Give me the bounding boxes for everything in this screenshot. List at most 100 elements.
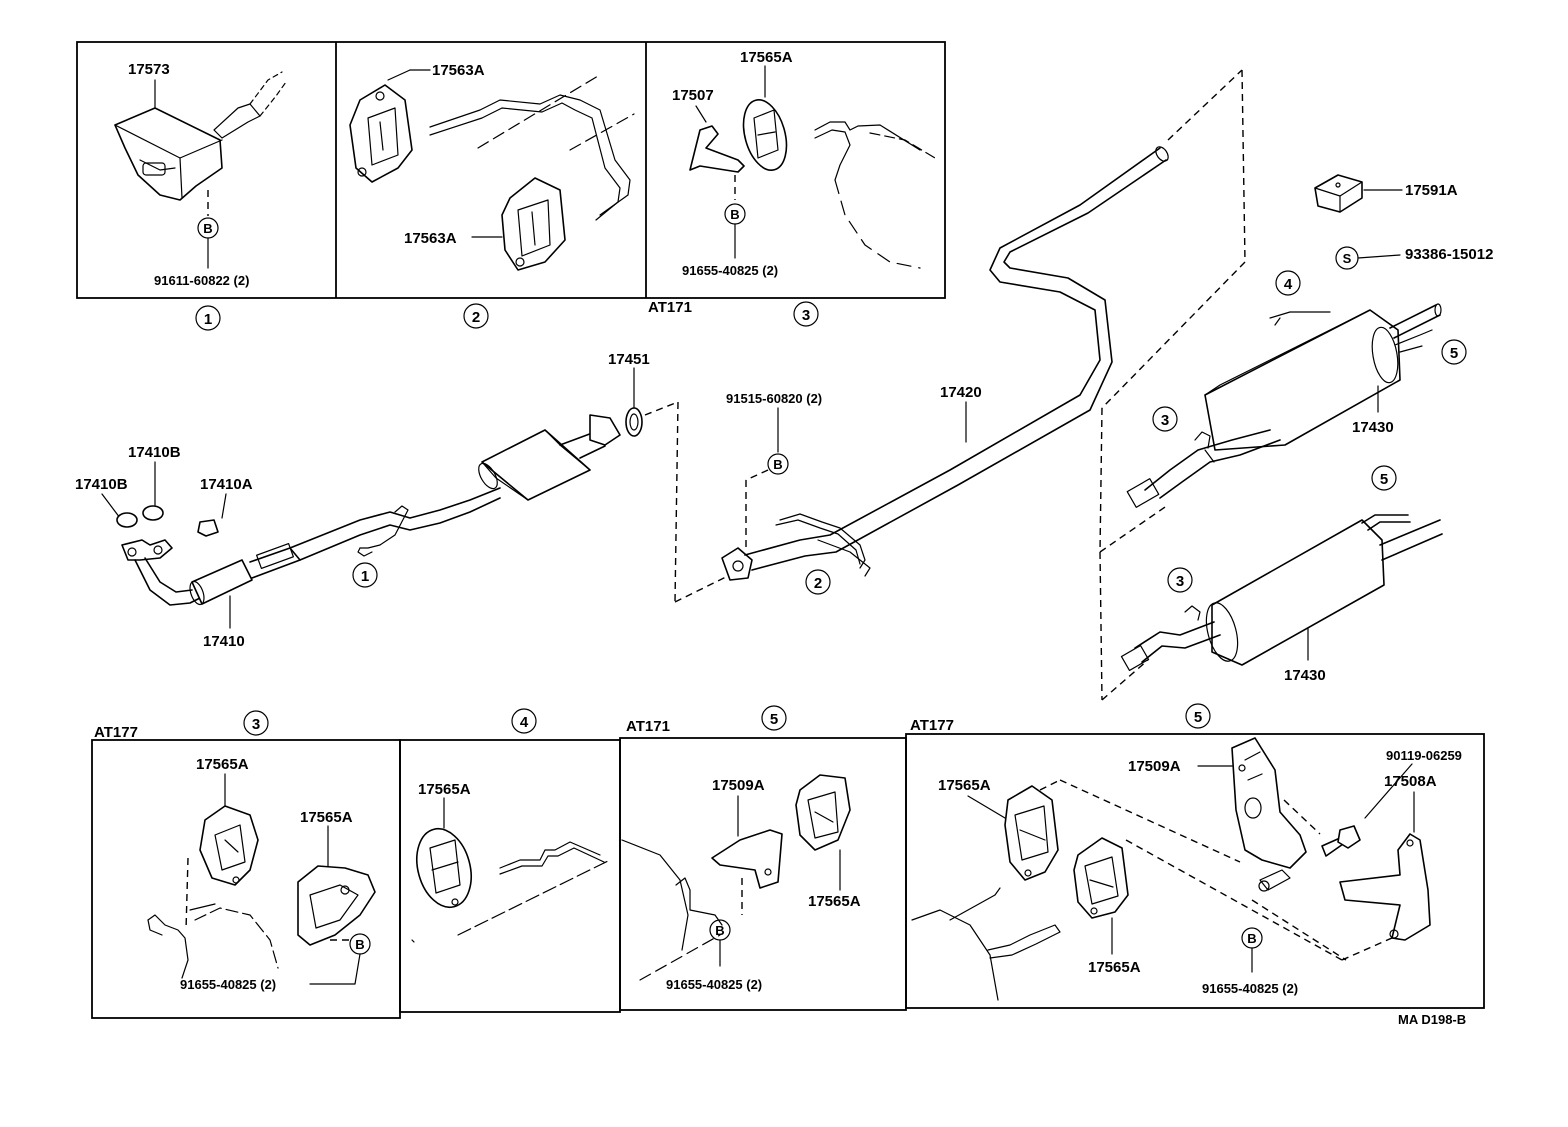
detail-1: 17573 B 91611-60822 (2) (114, 61, 287, 288)
label-91655-d3: 91655-40825 (2) (682, 263, 778, 278)
label-17430-a: 17430 (1352, 419, 1394, 436)
catalytic-unit (191, 559, 253, 605)
stud (213, 103, 261, 139)
label-17430-b: 17430 (1284, 667, 1326, 684)
top-ref-circles: 1 2 3 (195, 301, 819, 331)
hanger-b1-rubber (199, 805, 259, 886)
tail-pipe-17420: 17420 91515-60820 (2) B 2 (721, 69, 1246, 595)
ref-1-top: 1 (204, 311, 212, 328)
label-91655-b1: 91655-40825 (2) (180, 977, 276, 992)
ref-2-main: 2 (814, 575, 822, 592)
ref-3-top: 3 (802, 307, 810, 324)
label-at171-top: AT171 (648, 299, 692, 316)
label-91655-b4: 91655-40825 (2) (1202, 981, 1298, 996)
cushion-17591A (1314, 174, 1363, 213)
label-17451: 17451 (608, 351, 650, 368)
label-at171-b: AT171 (626, 718, 670, 735)
label-17565A-b1b: 17565A (300, 809, 353, 826)
gasket-17451 (625, 407, 643, 437)
label-17565A-b2: 17565A (418, 781, 471, 798)
ref-5-a: 5 (1450, 345, 1458, 362)
ref-5-b: 5 (1380, 471, 1388, 488)
bracket-17507 (689, 125, 745, 173)
label-17410: 17410 (203, 633, 245, 650)
bolt-b-letter-main: B (773, 457, 782, 472)
ref-4-main: 4 (1284, 276, 1293, 293)
ref-5-bottom-b: 5 (1194, 709, 1202, 726)
label-17420: 17420 (940, 384, 982, 401)
label-91655-b3: 91655-40825 (2) (666, 977, 762, 992)
label-17565A-d3: 17565A (740, 49, 793, 66)
rear-muffler-lower: 5 17430 3 (1099, 465, 1443, 701)
label-at177-b: AT177 (910, 717, 954, 734)
ref-2-top: 2 (472, 309, 480, 326)
label-17565A-b1a: 17565A (196, 756, 249, 773)
label-17410B-b: 17410B (75, 476, 128, 493)
bottom-detail-4: 17565A 17565A 17509A 90119-06259 17508A (911, 737, 1462, 1001)
hanger-b4-rubber-b (1073, 837, 1129, 919)
ref-5-bottom-a: 5 (770, 711, 778, 728)
label-17508A: 17508A (1384, 773, 1437, 790)
bolt-b-letter-b1: B (355, 937, 364, 952)
rear-muffler-upper: 17430 4 5 3 (1126, 270, 1467, 508)
ref-3-main-b: 3 (1176, 573, 1184, 590)
label-17563A-a: 17563A (432, 62, 485, 79)
outlet-flange (589, 414, 621, 446)
gaskets: 17410B 17410B 17410A (75, 444, 253, 537)
ref-3-main-a: 3 (1161, 412, 1169, 429)
label-90119: 90119-06259 (1386, 748, 1462, 763)
hanger-b4-rubber-a (1004, 785, 1059, 881)
label-93386: 93386-15012 (1405, 246, 1493, 263)
label-17565A-b4b: 17565A (1088, 959, 1141, 976)
label-17410A: 17410A (200, 476, 253, 493)
bolt-b-letter-b4: B (1247, 931, 1256, 946)
mount-17573 (114, 107, 223, 201)
gasket-17410B-b (116, 512, 138, 528)
bracket-b1 (297, 865, 376, 946)
bottom-detail-2: 17565A (411, 781, 611, 943)
nut-17410A (197, 519, 219, 537)
detail-2: 17563A 17563A (349, 62, 635, 271)
bottom-box-4 (905, 733, 1485, 1009)
hanger-b3-rubber (795, 774, 851, 851)
muffler-17430-lower (1211, 519, 1385, 666)
rubber-hanger-17565A (742, 99, 788, 171)
bolt-b-letter-b3: B (715, 923, 724, 938)
label-17507: 17507 (672, 87, 714, 104)
center-muffler: 17451 (478, 351, 731, 603)
label-17563A-b: 17563A (404, 230, 457, 247)
label-at177-a: AT177 (94, 724, 138, 741)
gasket-17410B-a (142, 505, 164, 521)
top-detail-frame (76, 41, 946, 299)
misc-parts: 17591A S 93386-15012 (1314, 174, 1493, 270)
bracket-17509A-b4 (1231, 737, 1307, 869)
s-marker-letter: S (1343, 251, 1352, 266)
bottom-headers: AT177 3 4 AT171 5 AT177 5 (94, 703, 1211, 741)
bolt-90119-head (1337, 825, 1361, 849)
detail-3-at171: 17565A 17507 B 91655-40825 (2) AT171 (648, 49, 936, 316)
front-pipe-17410: 17410 1 (121, 487, 501, 650)
bottom-detail-1: 17565A 17565A B 91655-40825 (2) (147, 756, 376, 992)
bolt-b-letter: B (203, 221, 212, 236)
label-17565A-b4a: 17565A (938, 777, 991, 794)
ref-1-main: 1 (361, 568, 369, 585)
label-17591A: 17591A (1405, 182, 1458, 199)
ref-3-bottom: 3 (252, 716, 260, 733)
label-91611: 91611-60822 (2) (154, 273, 249, 288)
bracket-17508A (1339, 833, 1431, 941)
label-17573: 17573 (128, 61, 170, 78)
ref-4-bottom: 4 (520, 714, 529, 731)
inlet-flange (721, 547, 753, 581)
bracket-17509A-b3 (711, 829, 783, 889)
diagram-code: MA D198-B (1398, 1012, 1466, 1027)
bottom-detail-3: 17509A B 91655-40825 (2) 17565A (621, 774, 861, 992)
hanger-b2-rubber (416, 827, 472, 909)
label-17509A-b4: 17509A (1128, 758, 1181, 775)
label-91515: 91515-60820 (2) (726, 391, 822, 406)
bolt-b-letter-d3: B (730, 207, 739, 222)
label-17410B-a: 17410B (128, 444, 181, 461)
label-17509A-b3: 17509A (712, 777, 765, 794)
manifold-flange (121, 539, 173, 561)
